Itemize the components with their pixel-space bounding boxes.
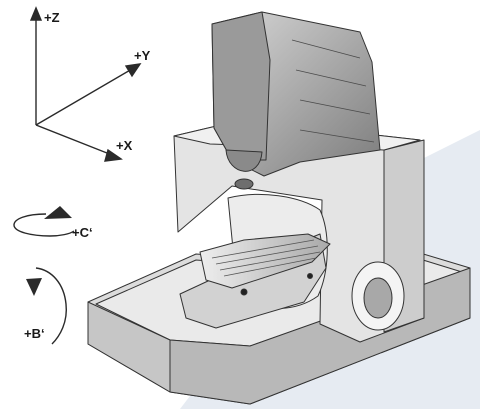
axis-system [29,6,142,162]
axis-x-arrow-icon [104,148,123,162]
spindle-ribs [291,39,375,143]
spindle-head-face [211,11,271,161]
spindle-tool-holder [234,178,254,190]
column-bore-inner [363,277,393,319]
rotation-c-arc [13,213,75,237]
rotation-b-arrow-icon [26,278,42,296]
axis-z-label: +Z [44,10,60,25]
rotation-b-label: +B‘ [24,326,45,341]
table-marker-dot [240,288,248,296]
rotation-c-label: +C‘ [72,225,93,240]
axis-y-label: +Y [134,48,151,63]
axis-y-arrow-icon [124,63,142,78]
rotation-c-arrow-icon [44,206,72,219]
table-marker-dot-2 [307,273,313,279]
axis-y-line [35,68,133,126]
axis-x-line [35,124,113,156]
axis-x-label: +X [116,138,133,153]
rotation-c-symbol [13,206,75,237]
rotation-b-arc [35,267,68,345]
machine-body [87,11,471,405]
axis-z-arrow-icon [29,6,43,21]
spindle-nose [225,149,263,172]
table-slots [211,239,321,277]
rotation-b-symbol [26,267,68,345]
